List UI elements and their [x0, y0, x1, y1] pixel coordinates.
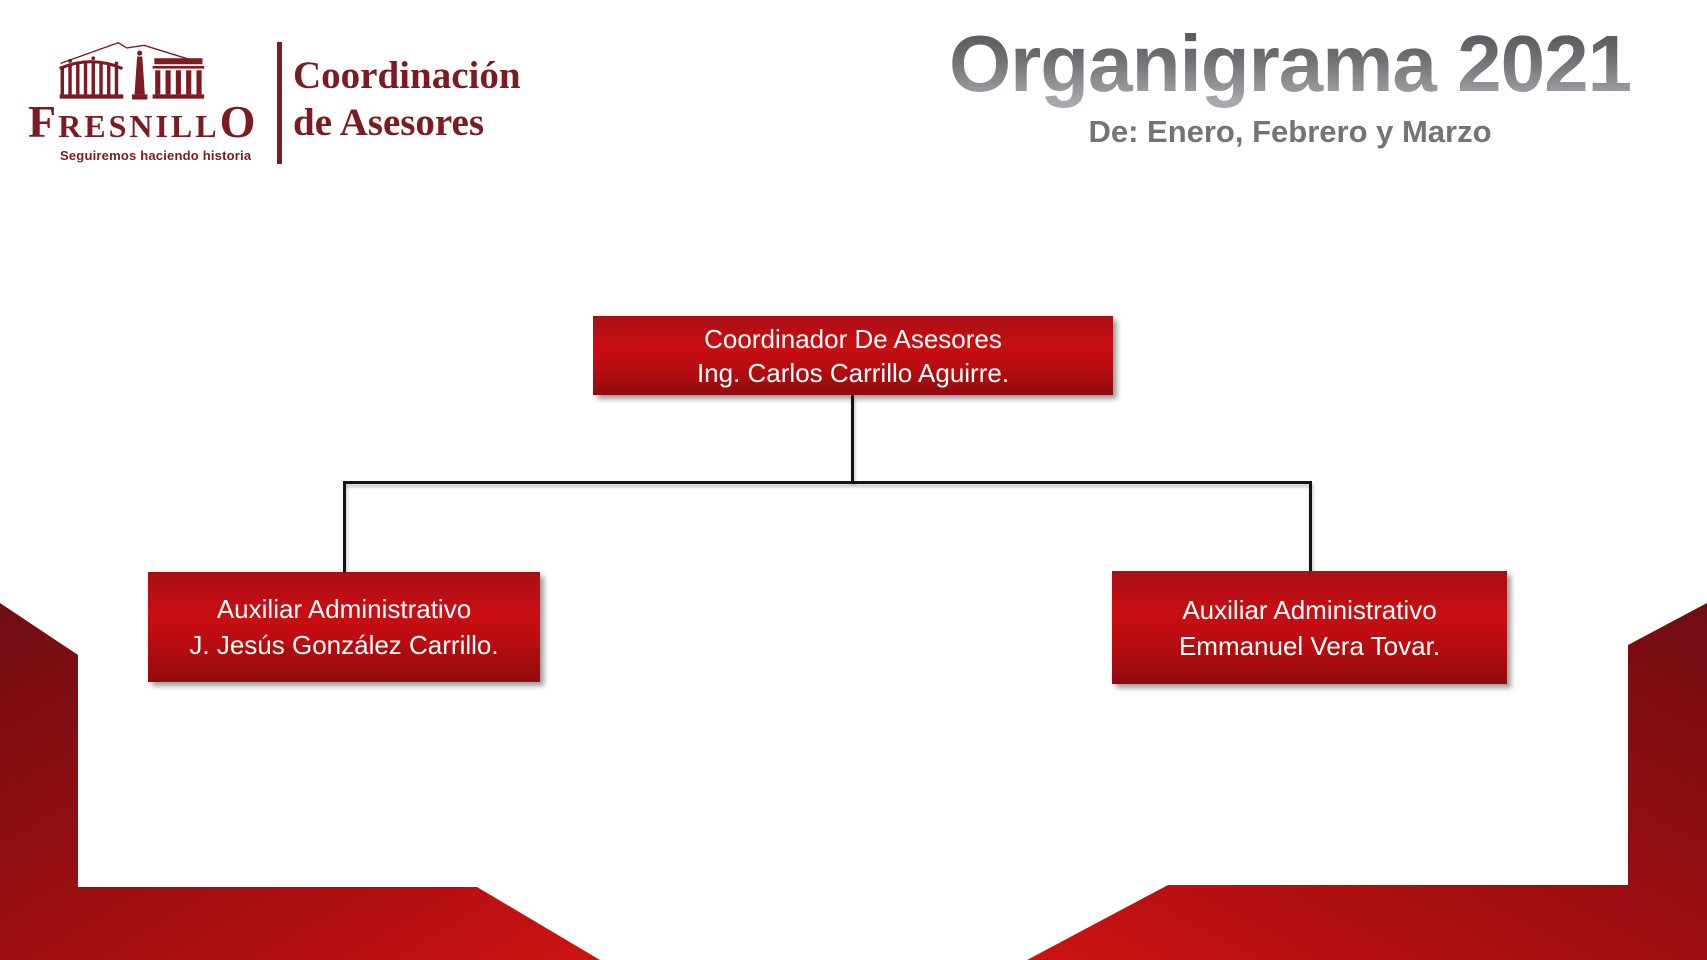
node-person: Ing. Carlos Carrillo Aguirre. [696, 357, 1010, 388]
brand-tagline: Seguiremos haciendo historia [60, 148, 252, 163]
connector-root-vertical [851, 395, 854, 482]
node-role: Auxiliar Administrativo [1182, 594, 1437, 625]
node-role: Auxiliar Administrativo [216, 594, 472, 624]
connector-right-vertical [1309, 483, 1312, 571]
node-role: Coordinador De Asesores [704, 323, 1002, 354]
org-node-auxiliar-2: Auxiliar Administrativo Emmanuel Vera To… [1112, 571, 1507, 684]
brand-initial: F [28, 96, 59, 147]
department-line2: de Asesores [293, 101, 485, 144]
node-person: J. Jesús González Carrillo. [189, 630, 499, 660]
brand-final: O [219, 96, 258, 147]
fresnillo-monument-icon [59, 42, 205, 100]
connector-horizontal-rail [343, 481, 1312, 484]
title-block: Organigrama 2021 De: Enero, Febrero y Ma… [890, 16, 1690, 150]
org-node-coordinator: Coordinador De Asesores Ing. Carlos Carr… [593, 316, 1113, 395]
node-person: Emmanuel Vera Tovar. [1178, 630, 1441, 661]
org-node-auxiliar-1: Auxiliar Administrativo J. Jesús Gonzále… [148, 572, 540, 682]
logo-divider [277, 42, 282, 164]
department-line1: Coordinación [293, 54, 521, 97]
brand-wordmark: FRESNILLO [28, 96, 268, 159]
slide-subtitle: De: Enero, Febrero y Marzo [1088, 114, 1492, 149]
brand-middle: RESNILL [58, 108, 220, 144]
fresnillo-logo: FRESNILLO Seguiremos haciendo historia C… [0, 0, 560, 190]
department-name: Coordinación de Asesores [293, 52, 521, 146]
connector-left-vertical [343, 483, 346, 572]
slide-title: Organigrama 2021 [890, 16, 1690, 112]
